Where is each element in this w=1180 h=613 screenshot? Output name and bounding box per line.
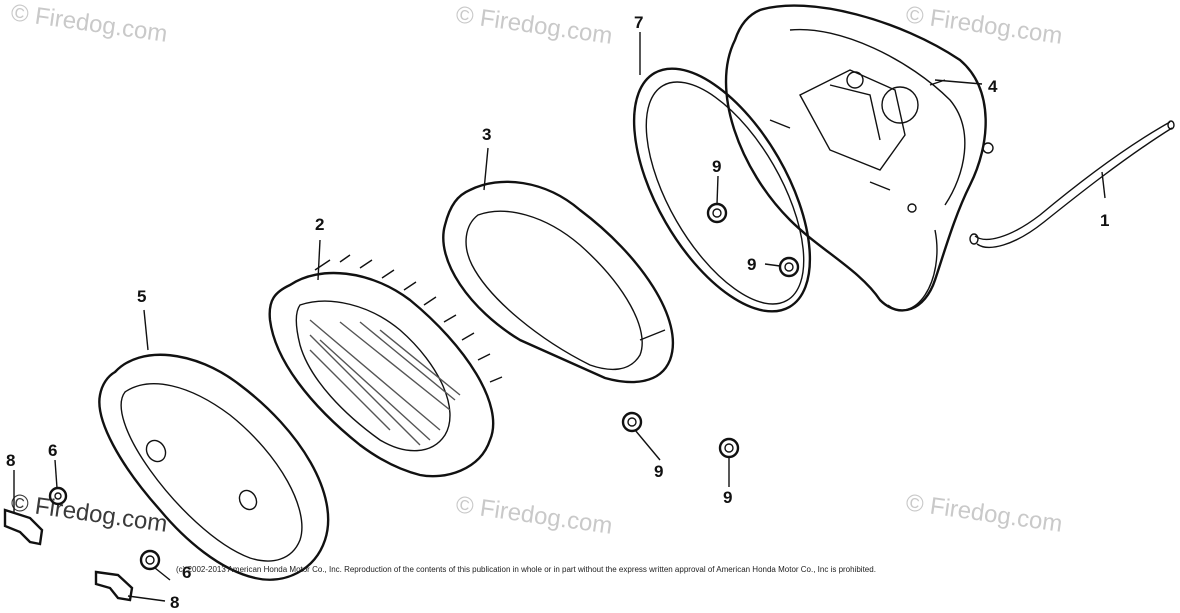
callout-9a: 9 <box>712 157 721 176</box>
part-8-clips <box>3 508 134 602</box>
part-2-paper-element <box>268 254 503 478</box>
copyright-notice: (c) 2002-2013 American Honda Motor Co., … <box>176 565 876 574</box>
callouts: 1 2 3 4 5 6 6 7 8 8 9 9 9 9 <box>6 13 1109 612</box>
callout-2: 2 <box>315 215 324 234</box>
callout-5: 5 <box>137 287 146 306</box>
callout-1: 1 <box>1100 211 1109 230</box>
part-6-nuts <box>48 486 161 571</box>
part-7-gasket <box>632 67 812 313</box>
part-1-breather-tube <box>969 120 1175 248</box>
callout-8b: 8 <box>170 593 179 612</box>
part-3-foam-element <box>442 180 675 384</box>
callout-6b: 6 <box>182 563 191 582</box>
watermark-1: © Firedog.com <box>9 0 169 48</box>
leader-lines <box>13 32 1106 602</box>
callout-8a: 8 <box>6 451 15 470</box>
watermark-6: © Firedog.com <box>9 489 169 538</box>
callout-4: 4 <box>988 77 998 96</box>
part-5-cover <box>98 353 330 581</box>
watermark-2: © Firedog.com <box>454 1 614 50</box>
part-4-air-cleaner-case <box>724 4 994 312</box>
callout-9b: 9 <box>747 255 756 274</box>
watermarks: © Firedog.com © Firedog.com © Firedog.co… <box>9 0 1064 540</box>
callout-6a: 6 <box>48 441 57 460</box>
part-9-nuts <box>621 202 800 459</box>
callout-3: 3 <box>482 125 491 144</box>
watermark-4: © Firedog.com <box>454 491 614 540</box>
callout-9d: 9 <box>723 488 732 507</box>
callout-7: 7 <box>634 13 643 32</box>
callout-9c: 9 <box>654 462 663 481</box>
watermark-5: © Firedog.com <box>904 489 1064 538</box>
